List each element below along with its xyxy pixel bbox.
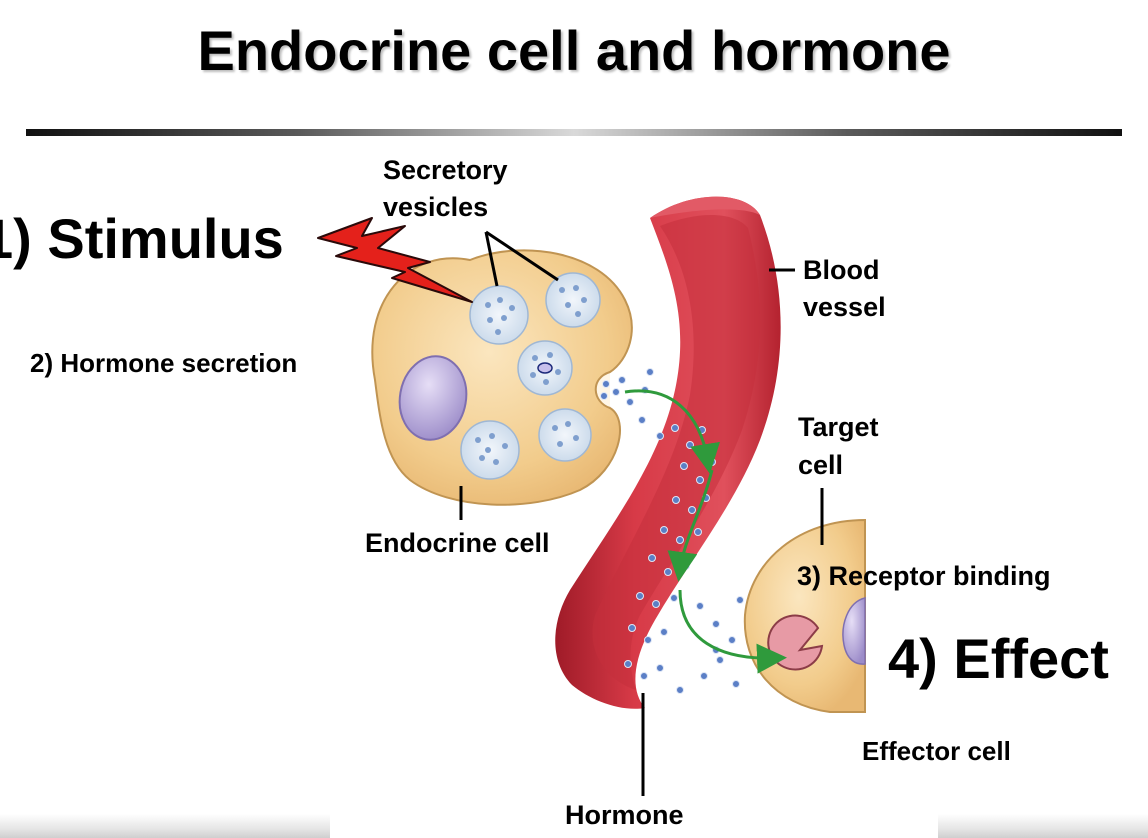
target-cell-label-line1: Target bbox=[798, 412, 879, 442]
blood-vessel-lumen-shadow bbox=[592, 214, 761, 690]
vesicle-marker bbox=[537, 362, 553, 374]
vesicle-granules bbox=[475, 285, 587, 465]
step-effect-label: 4) Effect bbox=[888, 627, 1109, 690]
hormone-path-arrows bbox=[624, 389, 787, 674]
leader-lines bbox=[459, 230, 824, 796]
slide-title: Endocrine cell and hormone bbox=[197, 19, 951, 82]
step-stimulus-label: 1) Stimulus bbox=[0, 207, 284, 270]
blood-vessel-label-line1: Blood bbox=[803, 255, 880, 285]
secretory-vesicles-label-line1: Secretory bbox=[383, 155, 508, 185]
title-rule bbox=[26, 129, 1122, 136]
effector-cell-label: Effector cell bbox=[862, 736, 1011, 766]
bottom-frame bbox=[330, 814, 938, 838]
step-receptor-binding-label: 3) Receptor binding bbox=[797, 561, 1051, 591]
lightning-bolt-icon bbox=[317, 217, 473, 303]
step-secretion-label: 2) Hormone secretion bbox=[30, 348, 298, 378]
hormone-label: Hormone bbox=[565, 800, 684, 830]
secretory-vesicles-label-line2: vesicles bbox=[383, 192, 489, 222]
target-cell-nucleus bbox=[842, 597, 866, 665]
blood-vessel-label-line2: vessel bbox=[803, 292, 886, 322]
endocrine-nucleus bbox=[398, 355, 468, 441]
blood-vessel-rim bbox=[650, 196, 760, 218]
target-cell-label-line2: cell bbox=[798, 450, 844, 480]
endocrine-cell-label: Endocrine cell bbox=[365, 528, 550, 558]
